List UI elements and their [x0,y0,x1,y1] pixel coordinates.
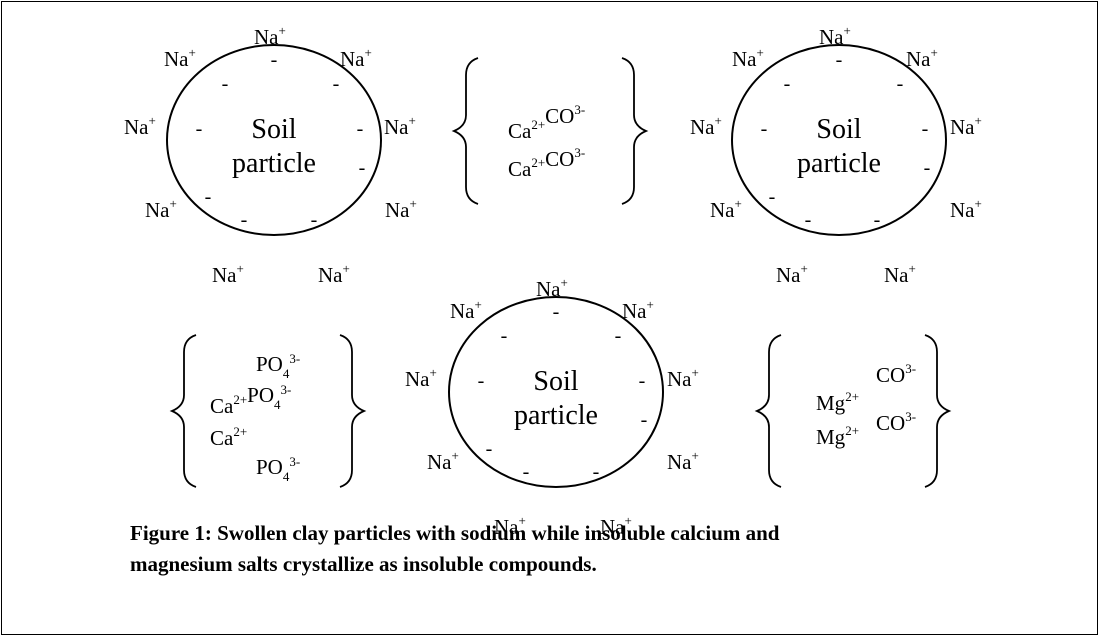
negative-charge: - [761,118,768,140]
soil-particle-label-line1: Soil [251,114,296,145]
negative-charge: - [874,209,881,231]
negative-charge: - [359,157,366,179]
formula-row: Mg2+ [816,423,859,449]
negative-charge: - [769,186,776,208]
caption-line-2: magnesium salts crystallize as insoluble… [130,552,597,576]
formula-row: Ca2+PO43- [210,382,291,418]
negative-charge: - [897,73,904,95]
sodium-ion: Na+ [318,261,350,287]
formula-row: Ca2+ [210,424,247,450]
soil-particle-label-line2: particle [797,148,881,179]
soil-particle-label-line2: particle [514,400,598,431]
negative-charge: - [357,118,364,140]
sodium-ion: Na+ [536,275,568,301]
negative-charge: - [836,49,843,71]
left-brace [754,334,782,488]
negative-charge: - [311,209,318,231]
sodium-ion: Na+ [254,23,286,49]
negative-charge: - [222,73,229,95]
sodium-ion: Na+ [124,113,156,139]
sodium-ion: Na+ [776,261,808,287]
sodium-ion: Na+ [819,23,851,49]
left-brace [169,334,197,488]
sodium-ion: Na+ [732,45,764,71]
negative-charge: - [615,325,622,347]
negative-charge: - [784,73,791,95]
soil-particle-label-line1: Soil [816,114,861,145]
sodium-ion: Na+ [340,45,372,71]
soil-particle-label-line1: Soil [533,366,578,397]
sodium-ion: Na+ [710,196,742,222]
left-brace [451,57,479,205]
negative-charge: - [805,209,812,231]
formula-row: Ca2+CO3- [508,102,585,143]
negative-charge: - [486,438,493,460]
right-brace [339,334,367,488]
negative-charge: - [333,73,340,95]
negative-charge: - [271,49,278,71]
soil-particle-2: Soil particle Na+ Na+ Na+ Na+ Na+ Na+ Na… [690,23,982,287]
negative-charge: - [553,301,560,323]
sodium-ion: Na+ [494,513,526,539]
figure-caption: Figure 1: Swollen clay particles with so… [130,518,1030,580]
right-brace [621,57,649,205]
caption-line-1: Figure 1: Swollen clay particles with so… [130,521,780,545]
negative-charge: - [639,370,646,392]
soil-particle-3: Soil particle Na+ Na+ Na+ Na+ Na+ Na+ Na… [405,275,699,539]
sodium-ion: Na+ [667,448,699,474]
sodium-ion: Na+ [906,45,938,71]
soil-particle-1: Soil particle Na+ Na+ Na+ Na+ Na+ Na+ Na… [124,23,417,287]
negative-charge: - [478,370,485,392]
sodium-ion: Na+ [950,113,982,139]
formula-row: CO3- [876,409,916,435]
sodium-ion: Na+ [884,261,916,287]
formula-row: PO43- [256,454,300,484]
right-brace [924,334,952,488]
sodium-ion: Na+ [145,196,177,222]
formula-row: CO3- [876,361,916,387]
negative-charge: - [196,118,203,140]
negative-charge: - [593,461,600,483]
negative-charge: - [523,461,530,483]
negative-charge: - [641,409,648,431]
sodium-ion: Na+ [600,513,632,539]
negative-charge: - [241,209,248,231]
sodium-ion: Na+ [622,297,654,323]
sodium-ion: Na+ [164,45,196,71]
sodium-ion: Na+ [450,297,482,323]
sodium-ion: Na+ [385,196,417,222]
sodium-ion: Na+ [405,365,437,391]
negative-charge: - [924,157,931,179]
formula-row: PO43- [256,351,300,381]
magnesium-carbonate-group: Mg2+ CO3- Mg2+ CO3- [754,334,952,488]
negative-charge: - [922,118,929,140]
calcium-carbonate-group: Ca2+CO3- Ca2+CO3- [451,57,649,205]
negative-charge: - [501,325,508,347]
sodium-ion: Na+ [212,261,244,287]
sodium-ion: Na+ [667,365,699,391]
sodium-ion: Na+ [690,113,722,139]
soil-particle-label-line2: particle [232,148,316,179]
sodium-ion: Na+ [427,448,459,474]
negative-charge: - [205,186,212,208]
formula-row: Mg2+ [816,389,859,415]
formula-row: Ca2+CO3- [508,145,585,181]
sodium-ion: Na+ [950,196,982,222]
calcium-phosphate-group: PO43- Ca2+PO43- Ca2+ PO43- [169,334,367,488]
sodium-ion: Na+ [384,113,416,139]
